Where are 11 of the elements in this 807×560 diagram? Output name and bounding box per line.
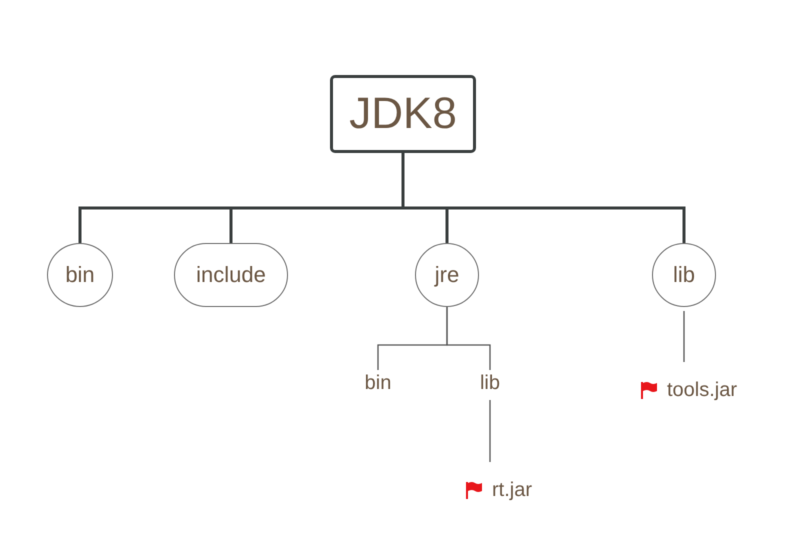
connector-line xyxy=(489,400,491,462)
folder-circle: bin xyxy=(47,243,113,307)
folder-circle: jre xyxy=(415,243,479,307)
folder-pill: include xyxy=(174,243,288,307)
file-label: tools.jar xyxy=(666,378,738,402)
folder-circle: lib xyxy=(652,243,716,307)
connector-line xyxy=(402,153,686,243)
connector-line xyxy=(446,307,491,370)
connector-line xyxy=(683,311,685,362)
file-label: rt.jar xyxy=(492,478,532,502)
root-box: JDK8 xyxy=(330,75,476,153)
